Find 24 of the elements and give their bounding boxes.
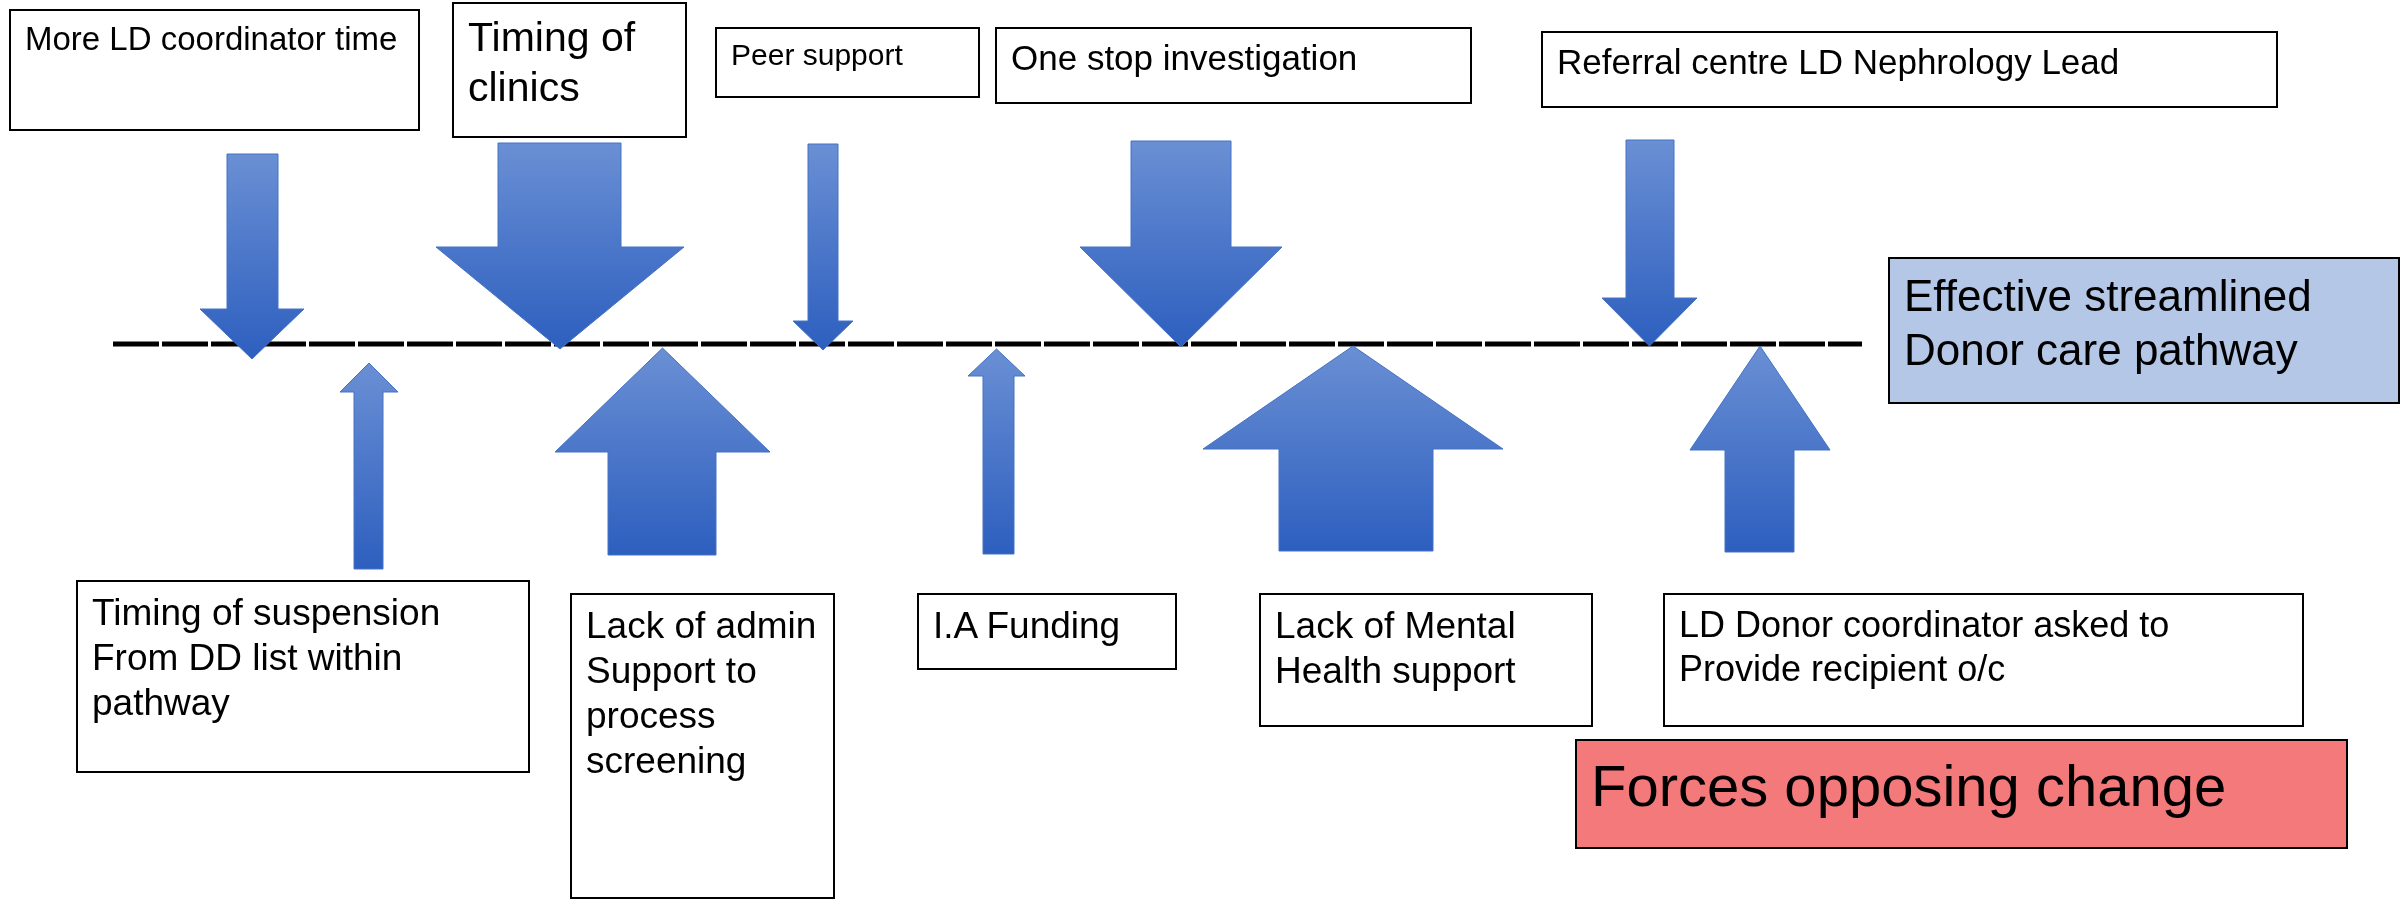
force-label: One stop investigation — [1011, 37, 1359, 79]
goal-box — [1888, 257, 2400, 404]
force-box — [715, 27, 980, 98]
force-label: More LD coordinator time — [25, 19, 399, 59]
force-box — [1541, 31, 2278, 108]
force-box — [9, 9, 420, 131]
force-label: I.A Funding — [933, 604, 1122, 648]
force-label: Lack of Mental Health support — [1275, 604, 1517, 694]
force-label: Timing of clinics — [468, 13, 637, 112]
force-label: Referral centre LD Nephrology Lead — [1557, 41, 2121, 83]
force-label: Forces opposing change — [1591, 752, 2228, 820]
force-label: Lack of admin Support to process screening — [586, 604, 818, 784]
force-label: Peer support — [731, 37, 904, 73]
force-box — [570, 593, 835, 899]
force-label: Timing of suspension From DD list within pathway — [92, 591, 442, 726]
force-label: Effective streamlined Donor care pathway — [1904, 270, 2313, 376]
force-box — [917, 593, 1177, 670]
heading-banner — [1575, 739, 2348, 849]
force-label: LD Donor coordinator asked to Provide recipient o/c — [1679, 603, 2171, 691]
force-box — [995, 27, 1472, 104]
force-box — [452, 2, 687, 138]
force-box — [76, 580, 530, 773]
force-box — [1663, 593, 2304, 727]
force-box — [1259, 593, 1593, 727]
